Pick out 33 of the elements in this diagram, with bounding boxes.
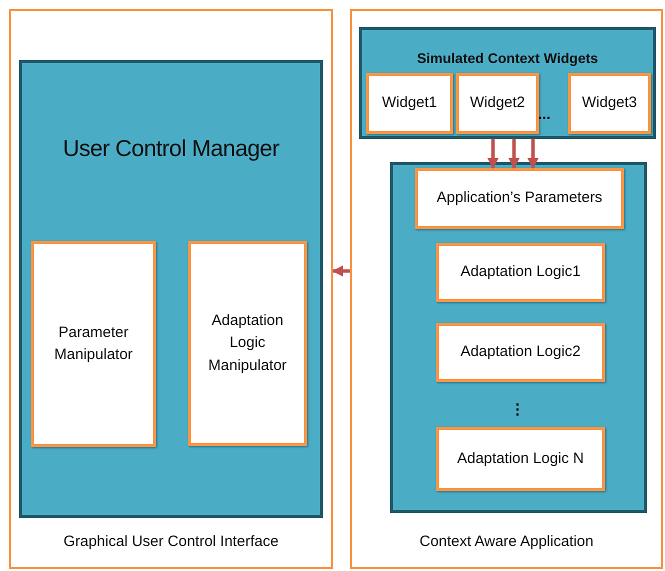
module-box	[568, 73, 651, 134]
module-box	[436, 243, 605, 302]
node-label: Parameter Manipulator	[53, 322, 134, 365]
module-box	[366, 73, 453, 134]
node-label: User Control Manager	[62, 134, 280, 163]
node-label: Context Aware Application	[418, 532, 594, 552]
component-box	[19, 60, 323, 518]
panel-frame	[350, 9, 663, 569]
node-label: Graphical User Control Interface	[62, 532, 280, 552]
arrow	[487, 139, 499, 170]
component-box	[390, 162, 647, 513]
node-label: Widget2	[468, 93, 526, 114]
node-label: Widget3	[580, 93, 638, 114]
node-label: Widget1	[380, 93, 438, 114]
node-label: Adaptation Logic1	[459, 262, 582, 282]
ellipsis-label: ...	[538, 106, 551, 123]
node-label: Adaptation Logic N	[456, 448, 585, 469]
panel-frame	[9, 9, 333, 569]
node-label: Simulated Context Widgets	[416, 49, 600, 68]
arrow	[508, 139, 520, 170]
module-box	[436, 323, 605, 382]
module-box	[188, 241, 307, 446]
arrow	[332, 265, 350, 277]
node-label: Application’s Parameters	[436, 188, 604, 208]
node-label: Adaptation Logic2	[459, 342, 582, 362]
module-box	[31, 241, 156, 447]
module-box	[415, 168, 624, 229]
module-box	[456, 73, 539, 134]
arrow	[527, 139, 539, 170]
node-label: Adaptation Logic Manipulator	[207, 310, 288, 376]
component-box	[359, 27, 656, 139]
ellipsis-label: ⋮	[510, 400, 525, 418]
module-box	[436, 427, 605, 491]
